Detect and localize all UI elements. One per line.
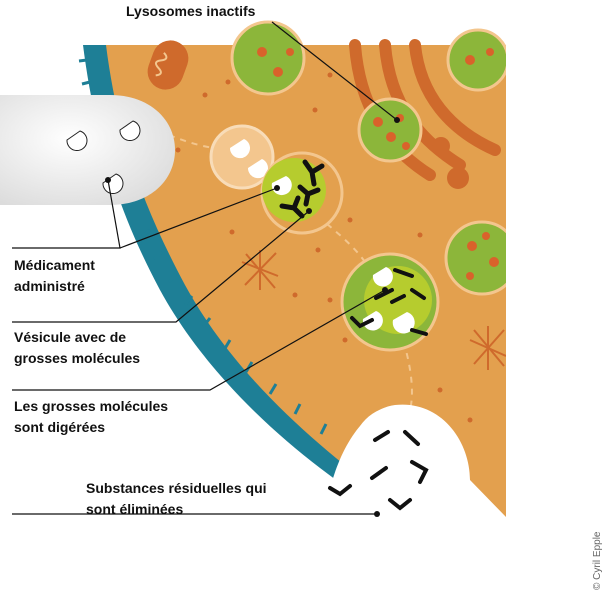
lysosome-inactive bbox=[446, 222, 518, 294]
label-digested-line1: Les grosses molécules bbox=[14, 396, 168, 417]
vesicle-large-molecules bbox=[262, 153, 342, 233]
lysosome-inactive bbox=[359, 99, 421, 161]
lysosome-inactive bbox=[232, 22, 304, 94]
image-credit: © Cyril Epple bbox=[592, 532, 603, 591]
endocytosis-vesicle bbox=[0, 95, 175, 205]
label-vesicle-line2: grosses molécules bbox=[14, 348, 140, 369]
label-residual-line1: Substances résiduelles qui bbox=[86, 478, 267, 499]
label-drug-administered: Médicament administré bbox=[14, 255, 95, 297]
label-vesicle-line1: Vésicule avec de bbox=[14, 327, 140, 348]
golgi-vesicle bbox=[432, 137, 450, 155]
lysosome-inactive bbox=[448, 30, 508, 90]
lysosome-active bbox=[342, 254, 438, 350]
label-residual-substances: Substances résiduelles qui sont éliminée… bbox=[86, 478, 267, 520]
label-vesicle-large-molecules: Vésicule avec de grosses molécules bbox=[14, 327, 140, 369]
label-molecules-digested: Les grosses molécules sont digérées bbox=[14, 396, 168, 438]
label-drug-line2: administré bbox=[14, 276, 95, 297]
label-drug-line1: Médicament bbox=[14, 255, 95, 276]
label-residual-line2: sont éliminées bbox=[86, 499, 267, 520]
golgi-vesicle bbox=[447, 167, 469, 189]
label-digested-line2: sont digérées bbox=[14, 417, 168, 438]
label-inactive-lysosomes: Lysosomes inactifs bbox=[126, 1, 255, 22]
